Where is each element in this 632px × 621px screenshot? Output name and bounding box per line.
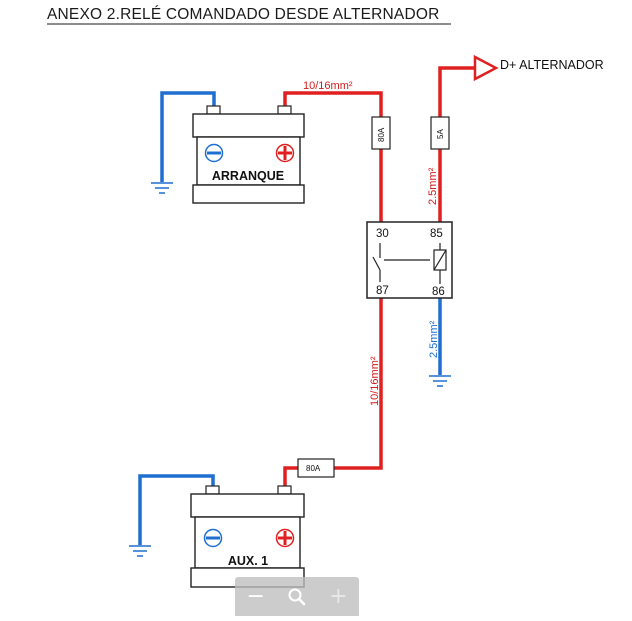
fuse-start-label: 80A — [377, 127, 386, 142]
wire-label-relay-aux: 10/16mm² — [369, 356, 381, 406]
minus-icon: − — [246, 583, 265, 609]
plus-icon: + — [329, 583, 348, 609]
minus-icon — [203, 528, 223, 548]
wire-label-relay-alternator: 2.5mm² — [427, 167, 439, 205]
relay-pin-85: 85 — [430, 228, 443, 240]
zoom-toolbar: − + — [235, 577, 359, 616]
relay-pin-30: 30 — [376, 228, 389, 240]
battery-aux-negative-terminal — [205, 485, 220, 495]
start-battery-ground-wire — [160, 91, 216, 182]
plus-icon — [275, 528, 295, 548]
magnifier-icon — [288, 588, 306, 605]
aux-ground-symbol — [129, 545, 151, 557]
fuse-start: 80A — [371, 116, 391, 150]
wire-label-relay-ground: 2.5mm² — [428, 320, 440, 358]
battery-start-label: ARRANQUE — [212, 169, 284, 183]
start-ground-symbol — [151, 182, 173, 194]
fuse-aux: 80A — [297, 458, 335, 478]
relay: 30 85 87 86 — [366, 221, 453, 299]
aux-battery-ground-wire — [138, 474, 215, 545]
relay-pin-86: 86 — [432, 286, 445, 298]
fuse-alternator-label: 5A — [436, 129, 445, 139]
fuse-aux-label: 80A — [306, 464, 321, 473]
relay-ground-symbol — [429, 375, 451, 387]
start-battery-positive-wire — [283, 91, 383, 222]
relay-coil-icon — [433, 243, 447, 284]
battery-start-negative-terminal — [206, 105, 221, 115]
zoom-out-button[interactable]: − — [241, 582, 271, 612]
minus-icon — [204, 143, 224, 163]
relay-contact-switch — [372, 243, 430, 282]
wire-label-start-positive: 10/16mm² — [303, 80, 353, 92]
battery-aux: AUX. 1 — [190, 485, 305, 588]
plus-icon — [275, 143, 295, 163]
relay-pin-87: 87 — [376, 285, 389, 297]
zoom-in-button[interactable]: + — [323, 582, 353, 612]
battery-aux-positive-terminal — [277, 485, 292, 495]
page-title: ANEXO 2.RELÉ COMANDADO DESDE ALTERNADOR — [47, 6, 440, 23]
alternator-arrow-icon — [473, 54, 499, 82]
battery-start: ARRANQUE — [192, 105, 305, 204]
battery-start-positive-terminal — [277, 105, 292, 115]
battery-aux-label: AUX. 1 — [228, 554, 268, 568]
zoom-reset-button[interactable] — [282, 582, 312, 612]
relay-to-alternator-wire — [438, 66, 475, 222]
fuse-alternator: 5A — [430, 116, 450, 150]
alternator-label: D+ ALTERNADOR — [500, 58, 604, 72]
